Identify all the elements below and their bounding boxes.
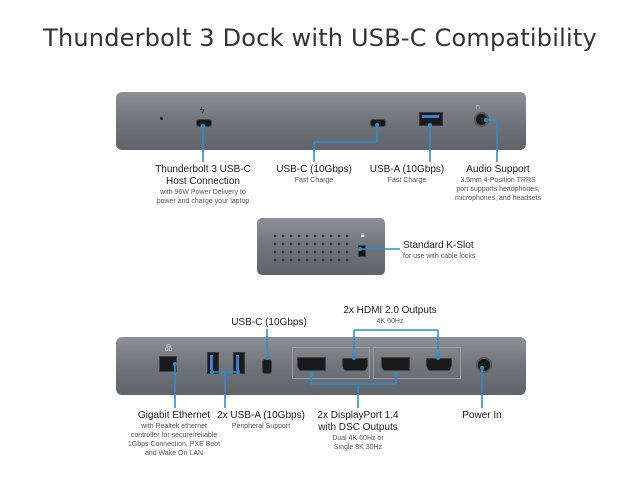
front-usb-a-label: USB-A (10Gbps) Fast Charge	[369, 164, 445, 184]
displayport-2[interactable]	[381, 357, 410, 371]
page-title: Thunderbolt 3 Dock with USB-C Compatibil…	[43, 24, 597, 52]
k-slot-label: Standard K-Slot for use with cable locks	[403, 240, 476, 260]
power-in-label: Power In	[462, 410, 502, 421]
video-output-group-1	[292, 347, 370, 379]
audio-support-label: Audio Support 3.5mm 4-Position TRRS port…	[455, 164, 541, 202]
dock-rear-panel: 品	[116, 337, 526, 395]
k-slot[interactable]	[358, 245, 366, 257]
network-icon: 品	[165, 345, 172, 352]
displayport-1[interactable]	[297, 357, 326, 371]
thunderbolt-icon: ϟ	[200, 106, 205, 115]
led-indicator	[160, 117, 163, 120]
displayport-label: 2x DisplayPort 1.4 with DSC Outputs Dual…	[317, 410, 399, 451]
rear-usb-a-label: 2x USB-A (10Gbps) Peripheral Support	[217, 410, 305, 430]
power-in-port[interactable]	[476, 357, 492, 373]
lock-icon: 🔒︎	[361, 232, 365, 239]
usb-a-port-rear-2[interactable]	[233, 352, 245, 374]
rear-usb-c-label: USB-C (10Gbps)	[231, 317, 307, 328]
video-output-group-2	[373, 347, 461, 379]
vent-grille	[271, 232, 351, 264]
headset-icon: ∩	[475, 102, 481, 111]
dock-side-panel: 🔒︎	[257, 218, 385, 275]
front-usb-c-label: USB-C (10Gbps) Fast Charge	[276, 164, 352, 184]
tb3-label: Thunderbolt 3 USB-C Host Connection with…	[155, 164, 251, 205]
hdmi-outputs-label: 2x HDMI 2.0 Outputs 4K 60Hz	[343, 305, 437, 325]
gigabit-ethernet-label: Gigabit Ethernet with Realtek ethernet c…	[127, 410, 221, 457]
